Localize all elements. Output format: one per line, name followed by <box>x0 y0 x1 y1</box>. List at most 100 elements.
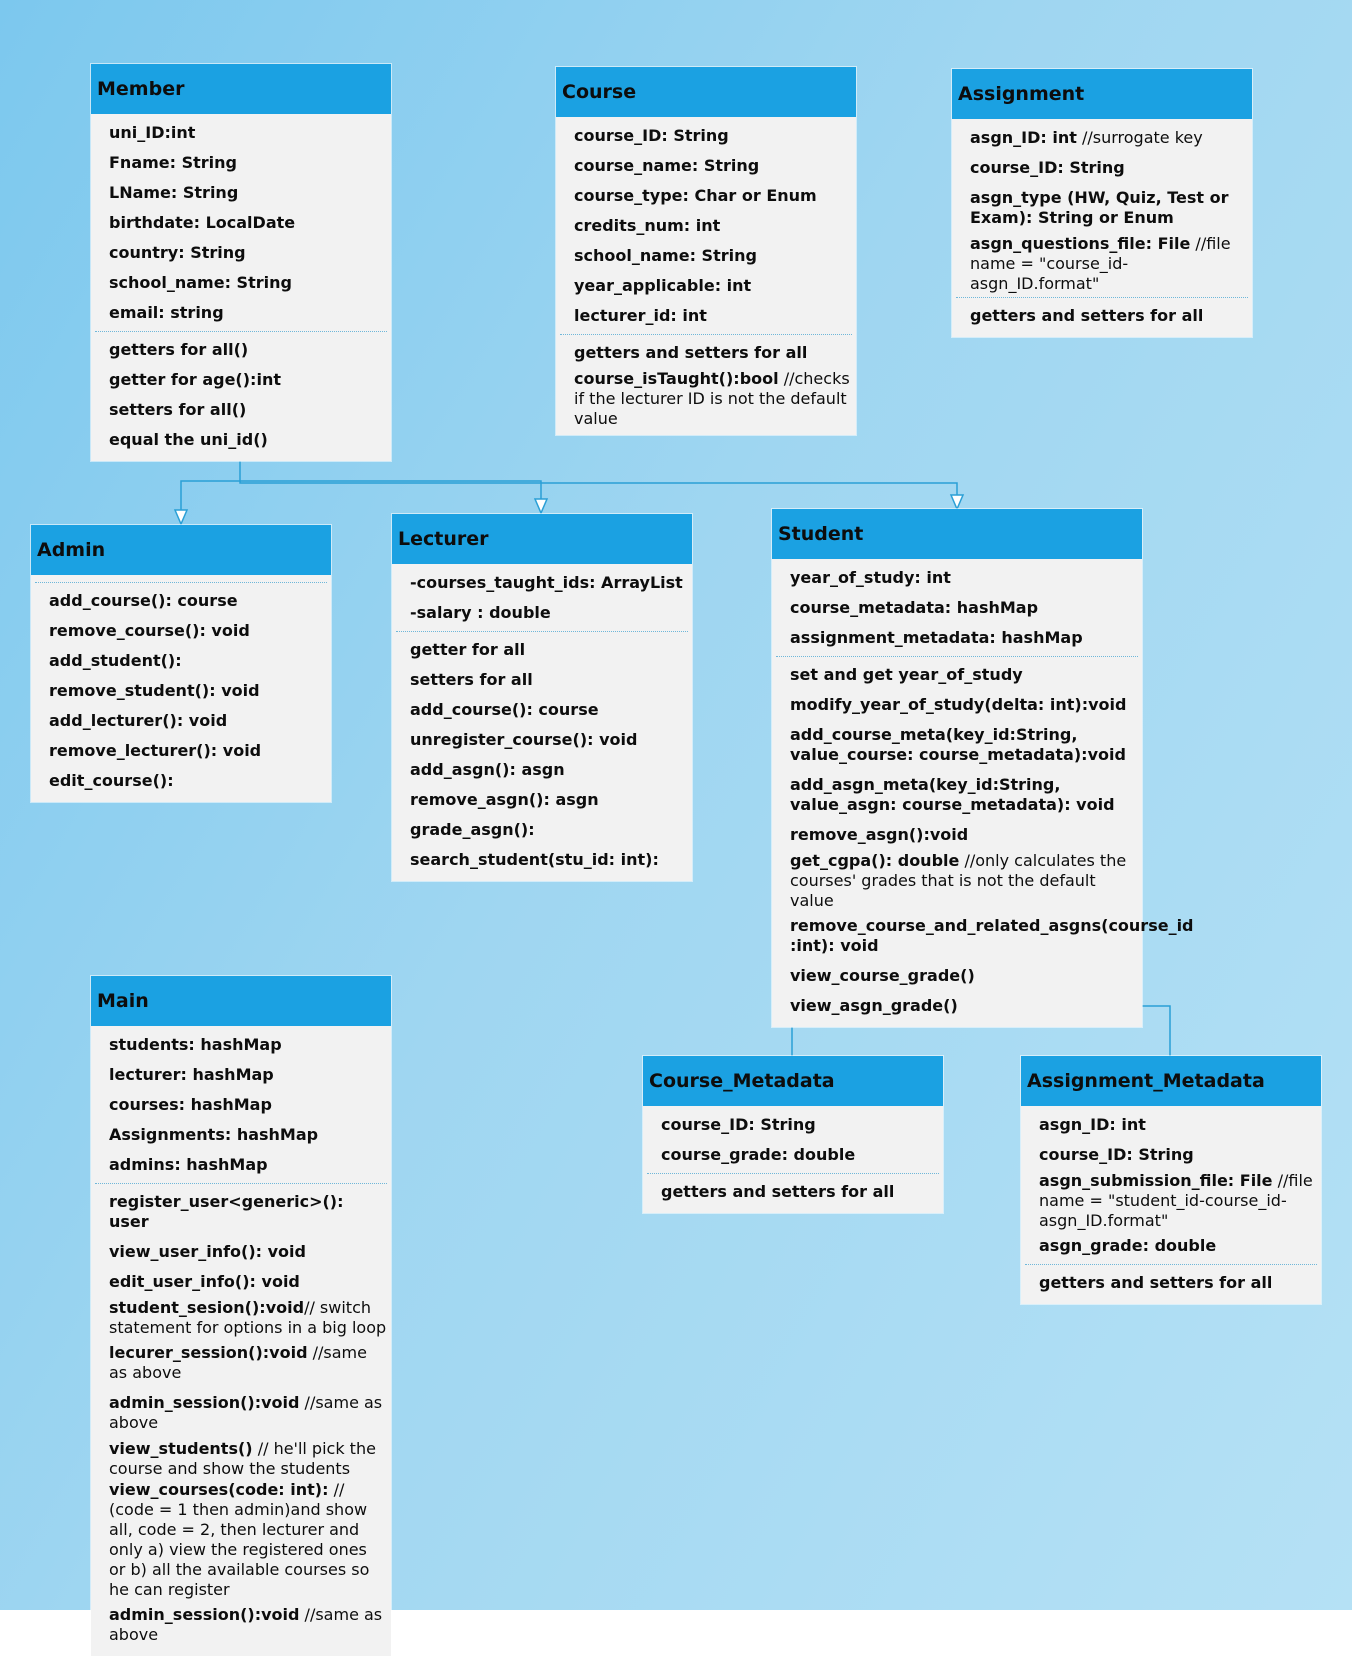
member-comment: //same as above <box>109 1343 367 1382</box>
member-signature: add_course(): course <box>49 591 238 610</box>
section-divider <box>35 582 327 583</box>
attribute-section: -courses_taught_ids: ArrayList -salary : … <box>392 568 692 628</box>
member-row: admins: hashMap <box>109 1150 387 1180</box>
member-comment: //file name = "student_id-course_id-asgn… <box>1039 1171 1313 1230</box>
section-divider <box>396 631 688 632</box>
member-signature: student_sesion():void <box>109 1298 305 1317</box>
member-signature: lecturer_id: int <box>574 306 707 325</box>
member-row: -salary : double <box>410 598 688 628</box>
member-signature: grade_asgn(): <box>410 820 535 839</box>
section-divider <box>1025 1264 1317 1265</box>
member-signature: course_ID: String <box>970 158 1125 177</box>
member-row: email: string <box>109 298 387 328</box>
member-row: -courses_taught_ids: ArrayList <box>410 568 688 598</box>
member-signature: asgn_ID: int <box>1039 1115 1146 1134</box>
member-signature: birthdate: LocalDate <box>109 213 296 232</box>
member-row: asgn_submission_file: File //file name =… <box>1039 1170 1317 1231</box>
member-signature: course_ID: String <box>661 1115 816 1134</box>
member-comment: // switch statement for options in a big… <box>109 1298 387 1337</box>
member-signature: year_of_study: int <box>790 568 951 587</box>
member-row: asgn_type (HW, Quiz, Test or Exam): Stri… <box>970 183 1248 233</box>
member-signature: getter for age():int <box>109 370 281 389</box>
member-row: getter for age():int <box>109 365 387 395</box>
class-body: -courses_taught_ids: ArrayList -salary : … <box>392 564 692 881</box>
member-row: remove_course(): void <box>49 616 327 646</box>
member-row: set and get year_of_study <box>790 660 1138 690</box>
member-signature: courses: hashMap <box>109 1095 272 1114</box>
member-signature: uni_ID:int <box>109 123 196 142</box>
section-divider <box>560 334 852 335</box>
member-row: birthdate: LocalDate <box>109 208 387 238</box>
member-row: getters and setters for all <box>574 338 852 368</box>
member-row: view_asgn_grade() <box>790 991 1138 1021</box>
member-row: courses: hashMap <box>109 1090 387 1120</box>
class-lecturer[interactable]: Lecturer -courses_taught_ids: ArrayList -s… <box>392 514 692 881</box>
class-name: Course_Metadata <box>643 1056 943 1106</box>
member-row: add_asgn_meta(key_id:String, value_asgn:… <box>790 770 1138 820</box>
class-name: Assignment <box>952 69 1252 119</box>
class-assignment[interactable]: Assignment asgn_ID: int //surrogate key co… <box>952 69 1252 337</box>
member-signature: course_ID: String <box>1039 1145 1194 1164</box>
member-signature: register_user<generic>(): user <box>109 1192 344 1231</box>
member-signature: getters for all() <box>109 340 249 359</box>
member-signature: course_type: Char or Enum <box>574 186 817 205</box>
class-name: Admin <box>31 525 331 575</box>
member-row: remove_lecturer(): void <box>49 736 327 766</box>
class-name: Assignment_Metadata <box>1021 1056 1321 1106</box>
class-body: add_course(): course remove_course(): voi… <box>31 575 331 802</box>
member-row: grade_asgn(): <box>410 815 688 845</box>
member-row: asgn_ID: int //surrogate key <box>970 123 1248 153</box>
member-row: view_courses(code: int): // (code = 1 th… <box>109 1479 387 1600</box>
member-row: edit_course(): <box>49 766 327 796</box>
member-row: course_type: Char or Enum <box>574 181 852 211</box>
member-signature: course_ID: String <box>574 126 729 145</box>
method-section: getters and setters for all <box>643 1177 943 1207</box>
member-row: equal the uni_id() <box>109 425 387 455</box>
member-signature: add_asgn(): asgn <box>410 760 565 779</box>
method-section: add_course(): course remove_course(): voi… <box>31 586 331 796</box>
member-row: course_ID: String <box>574 121 852 151</box>
member-signature: course_name: String <box>574 156 760 175</box>
member-row: register_user<generic>(): user <box>109 1187 387 1237</box>
member-signature: asgn_grade: double <box>1039 1236 1217 1255</box>
class-course-metadata[interactable]: Course_Metadata course_ID: String course_g… <box>643 1056 943 1213</box>
member-comment: // (code = 1 then admin)and show all, co… <box>109 1480 370 1599</box>
member-signature: setters for all() <box>109 400 247 419</box>
member-signature: view_asgn_grade() <box>790 996 958 1015</box>
member-signature: add_lecturer(): void <box>49 711 228 730</box>
member-row: add_asgn(): asgn <box>410 755 688 785</box>
member-row: course_grade: double <box>661 1140 939 1170</box>
member-signature: course_isTaught():bool <box>574 369 779 388</box>
method-section: getters for all() getter for age():int set… <box>91 335 391 455</box>
member-row: students: hashMap <box>109 1030 387 1060</box>
class-admin[interactable]: Admin add_course(): course remove_course()… <box>31 525 331 802</box>
member-row: getters for all() <box>109 335 387 365</box>
class-assignment-metadata[interactable]: Assignment_Metadata asgn_ID: int course_ID… <box>1021 1056 1321 1304</box>
member-signature: admins: hashMap <box>109 1155 268 1174</box>
member-signature: equal the uni_id() <box>109 430 268 449</box>
class-body: course_ID: String course_name: String cour… <box>556 117 856 435</box>
member-signature: -courses_taught_ids: ArrayList <box>410 573 683 592</box>
member-row: getters and setters for all <box>661 1177 939 1207</box>
class-name: Lecturer <box>392 514 692 564</box>
member-signature: assignment_metadata: hashMap <box>790 628 1083 647</box>
member-comment: // he'll pick the course and show the st… <box>109 1439 376 1478</box>
member-row: school_name: String <box>574 241 852 271</box>
member-signature: view_course_grade() <box>790 966 975 985</box>
member-row: Fname: String <box>109 148 387 178</box>
member-row: asgn_ID: int <box>1039 1110 1317 1140</box>
member-row: course_name: String <box>574 151 852 181</box>
inheritance-edge-admin <box>180 457 241 510</box>
member-row: uni_ID:int <box>109 118 387 148</box>
member-signature: view_courses(code: int): <box>109 1480 329 1499</box>
member-row: add_student(): <box>49 646 327 676</box>
member-signature: set and get year_of_study <box>790 665 1023 684</box>
member-signature: setters for all <box>410 670 533 689</box>
